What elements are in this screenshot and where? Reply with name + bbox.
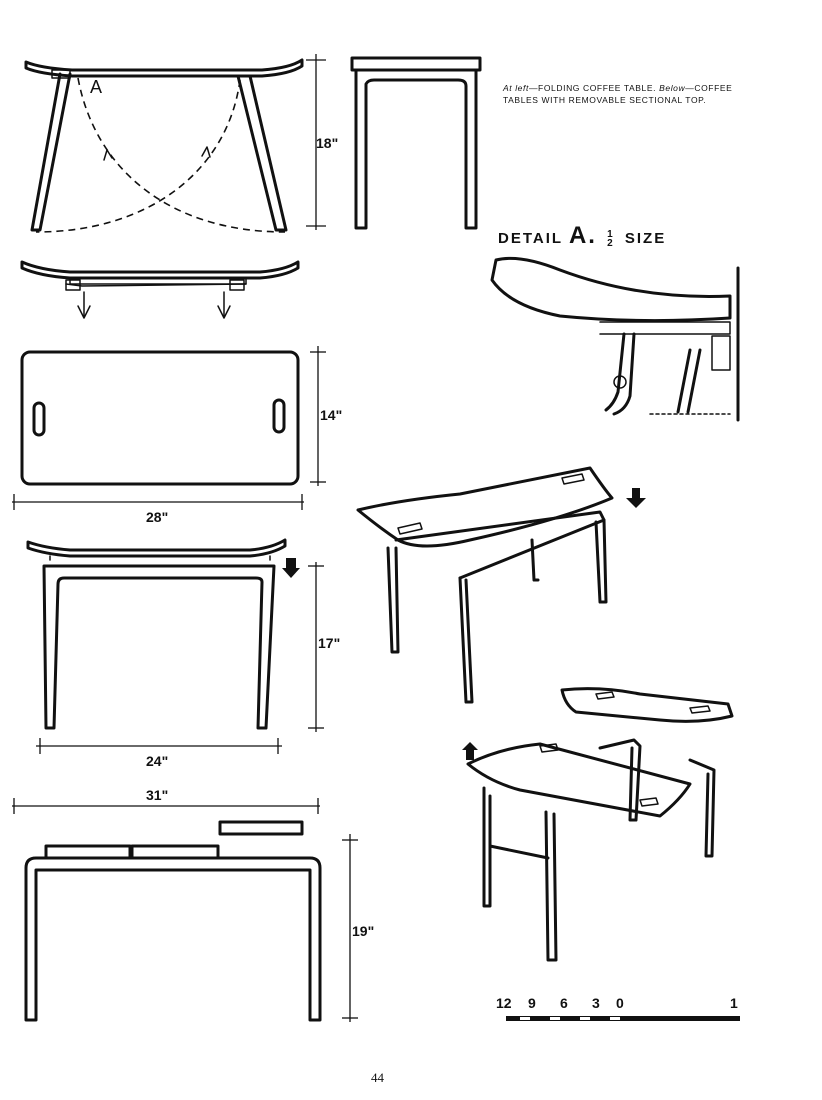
dimension-label-24: 24" <box>146 753 168 769</box>
dimension-28: 28" <box>12 494 304 525</box>
table-two-elevation <box>26 538 300 730</box>
table-top-plan <box>20 350 300 486</box>
dimension-label-17: 17" <box>318 635 340 651</box>
dimension-label-28: 28" <box>146 509 168 525</box>
scale-label-6: 6 <box>560 995 568 1011</box>
perspective-table-one <box>356 466 646 704</box>
detail-letter: A. <box>568 222 597 249</box>
dimension-18: 18" <box>306 54 338 230</box>
table-three-elevation <box>24 820 322 1022</box>
caption-part-1: At left <box>503 83 529 93</box>
scale-label-0: 0 <box>616 995 624 1011</box>
scale-label-1: 1 <box>730 995 738 1011</box>
page-number: 44 <box>371 1070 384 1085</box>
dimension-24: 24" <box>36 738 282 769</box>
dimension-31: 31" <box>12 787 320 814</box>
folded-table-view <box>20 260 300 319</box>
folding-table-side-view <box>350 56 482 230</box>
dimension-19: 19" <box>342 834 374 1022</box>
figure-caption: At left—FOLDING COFFEE TABLE. Below—COFF… <box>503 82 753 106</box>
callout-letter-a: A <box>90 77 102 97</box>
scale-label-3: 3 <box>592 995 600 1011</box>
scale-label-12: 12 <box>496 995 512 1011</box>
scale-label-9: 9 <box>528 995 536 1011</box>
perspective-table-two <box>462 687 734 962</box>
folding-table-elevation: A <box>24 58 304 233</box>
detail-suffix: SIZE <box>624 230 667 247</box>
dimension-14: 14" <box>310 346 342 486</box>
dimension-label-14: 14" <box>320 407 342 423</box>
detail-prefix: DETAIL <box>498 230 563 247</box>
dimension-label-19: 19" <box>352 923 374 939</box>
dimension-label-18: 18" <box>316 135 338 151</box>
fraction-numerator: 1 <box>607 229 615 241</box>
scale-bar: 12 9 6 3 0 1 <box>496 995 740 1021</box>
detail-a-drawing <box>490 256 740 422</box>
fraction-denominator: 2 <box>607 238 615 250</box>
caption-part-3: Below <box>659 83 686 93</box>
caption-part-4: —COFFEE TABLES WITH REMOVABLE SECTIONAL … <box>503 83 733 105</box>
caption-part-2: —FOLDING COFFEE TABLE. <box>528 83 660 93</box>
dimension-17: 17" <box>308 562 340 732</box>
dimension-label-31: 31" <box>146 787 168 803</box>
